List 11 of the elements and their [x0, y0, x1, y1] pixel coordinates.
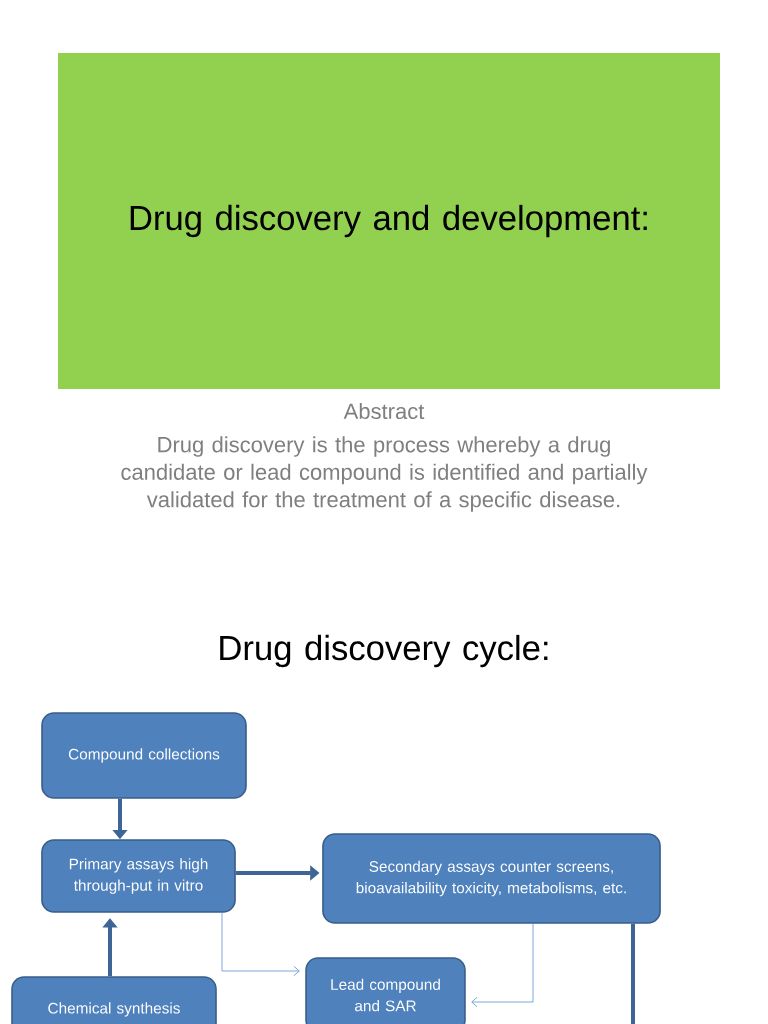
- process-box: Primary assays high through-put in vitro: [41, 839, 236, 913]
- process-box: Secondary assays counter screens, bioavailability toxicity, metabolisms, etc.: [322, 833, 661, 924]
- process-box: Compound collections: [41, 712, 247, 799]
- section-heading: Drug discovery cycle:: [220, 634, 548, 668]
- connector-line: [631, 923, 635, 1024]
- process-box: Lead compound and SAR: [305, 957, 466, 1024]
- arrow: [221, 912, 300, 977]
- abstract-text: Drug discovery is the process whereby a drug candidate or lead compound is identified and partially validated for the treatment of a specific disease.: [121, 436, 648, 512]
- process-box: Chemical synthesis: [11, 976, 217, 1024]
- title-banner: Drug discovery and development:: [58, 53, 720, 389]
- arrow: [471, 923, 534, 1008]
